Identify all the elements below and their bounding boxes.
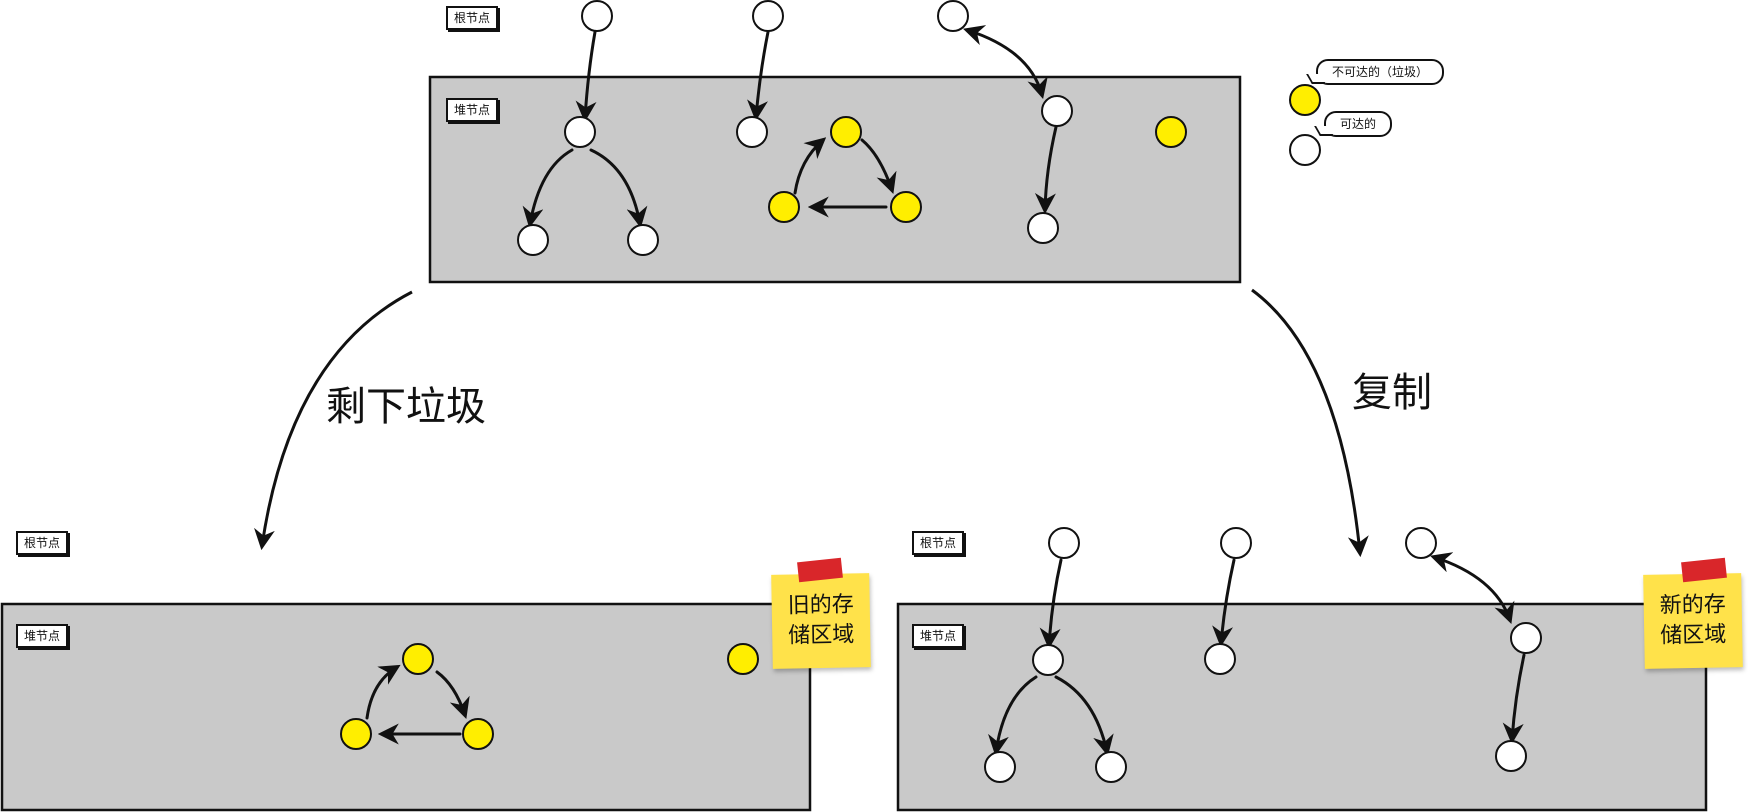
- heap-node: [564, 116, 596, 148]
- root-node: [1220, 527, 1252, 559]
- heap-node-label-new: 堆节点: [912, 624, 965, 648]
- edge: [1430, 552, 1515, 624]
- old-area-note-line1: 旧的存: [787, 592, 854, 619]
- garbage-node: [768, 191, 800, 223]
- garbage-node: [1155, 116, 1187, 148]
- edge: [1034, 125, 1058, 215]
- heap-node: [517, 224, 549, 256]
- heap-node: [1027, 212, 1059, 244]
- edge: [1502, 653, 1526, 745]
- root-node: [752, 0, 784, 32]
- copy-arrow: [1251, 288, 1369, 558]
- edge: [962, 25, 1048, 100]
- heap-node: [1510, 622, 1542, 654]
- edge: [988, 675, 1038, 757]
- heap-node: [984, 751, 1016, 783]
- garbage-arrow: [254, 290, 413, 551]
- heap-node-label-old: 堆节点: [16, 624, 69, 648]
- edge: [1212, 558, 1236, 648]
- legend-reachable: 可达的: [1324, 111, 1393, 137]
- old-area-note: 旧的存 储区域: [771, 573, 871, 669]
- edge: [1054, 675, 1114, 757]
- old-area-note-line2: 储区域: [788, 622, 855, 649]
- heap-node: [1095, 751, 1127, 783]
- edge: [860, 138, 897, 194]
- heap-area-new: [896, 602, 1708, 812]
- new-state: [988, 552, 1526, 757]
- legend-garbage-icon: [1289, 84, 1321, 116]
- root-node-label-top: 根节点: [446, 6, 499, 30]
- edge: [1039, 558, 1063, 650]
- new-area-note: 新的存 储区域: [1643, 573, 1743, 669]
- heap-area-top: [428, 75, 1242, 284]
- garbage-node: [727, 643, 759, 675]
- edge: [522, 148, 574, 229]
- heap-node: [627, 224, 659, 256]
- root-node-label-old: 根节点: [16, 531, 69, 555]
- top-state: [522, 25, 1058, 229]
- heap-node-label-top: 堆节点: [446, 98, 499, 122]
- garbage-left-label: 剩下垃圾: [326, 384, 486, 430]
- edge: [575, 30, 597, 123]
- heap-node: [1204, 643, 1236, 675]
- legend-unreachable: 不可达的（垃圾）: [1316, 59, 1445, 85]
- edge: [793, 137, 827, 195]
- edge: [589, 148, 648, 229]
- root-node-label-new: 根节点: [912, 531, 965, 555]
- heap-node: [1495, 740, 1527, 772]
- garbage-node: [340, 718, 372, 750]
- heap-area-old: [0, 602, 812, 812]
- edge: [365, 664, 401, 720]
- new-area-note-line2: 储区域: [1660, 622, 1727, 649]
- root-node: [1048, 527, 1080, 559]
- root-node: [1405, 527, 1437, 559]
- root-node: [937, 0, 969, 32]
- heap-node: [1041, 95, 1073, 127]
- edge: [747, 30, 770, 122]
- new-nodes: [984, 527, 1542, 783]
- root-node: [581, 0, 613, 32]
- old-state: [365, 664, 470, 745]
- new-area-note-line1: 新的存: [1659, 592, 1726, 619]
- heap-node: [736, 116, 768, 148]
- garbage-node: [890, 191, 922, 223]
- old-nodes: [340, 643, 759, 750]
- legend-reachable-icon: [1289, 134, 1321, 166]
- garbage-node: [402, 643, 434, 675]
- top-nodes: [517, 0, 1187, 256]
- copy-label: 复制: [1352, 370, 1432, 416]
- garbage-node: [462, 718, 494, 750]
- garbage-node: [830, 116, 862, 148]
- heap-node: [1032, 644, 1064, 676]
- edge: [435, 670, 470, 719]
